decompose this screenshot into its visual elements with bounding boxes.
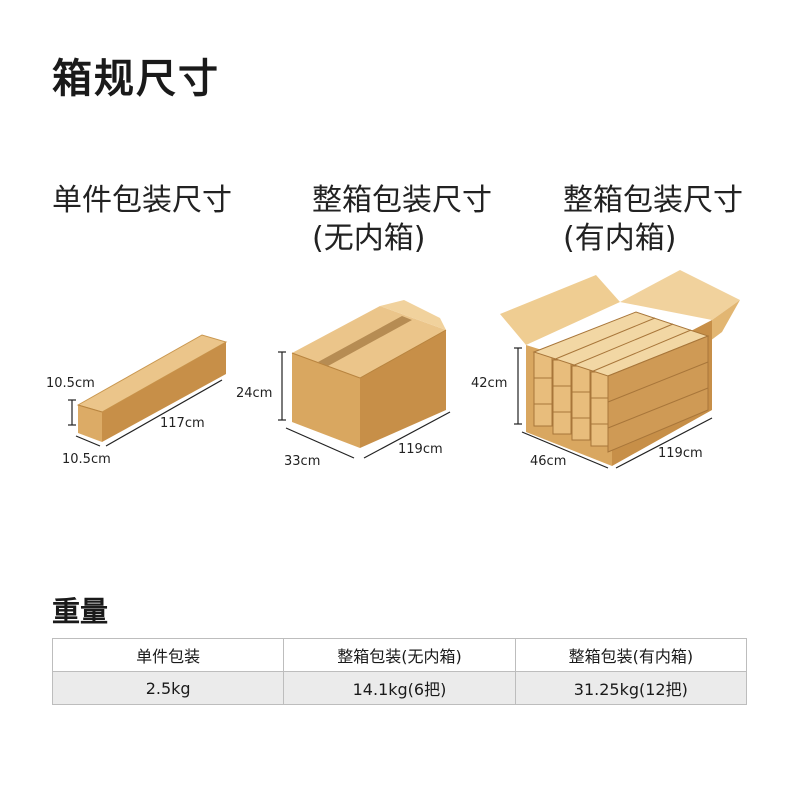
- box-no-inner-heading-line2: (无内箱): [312, 221, 426, 256]
- box-no-inner-height-label: 24cm: [236, 386, 273, 401]
- box-with-inner-heading: 整箱包装尺寸 (有内箱): [563, 182, 743, 258]
- box-no-inner-heading: 整箱包装尺寸 (无内箱): [312, 182, 492, 258]
- single-package-heading: 单件包装尺寸: [52, 182, 232, 220]
- box-with-inner-width-label: 46cm: [530, 454, 567, 469]
- carton-with-inner-illustration: [500, 270, 740, 469]
- single-length-label: 117cm: [160, 416, 205, 431]
- box-with-inner-heading-line2: (有内箱): [563, 221, 677, 256]
- table-cell: 31.25kg(12把): [514, 671, 748, 705]
- box-with-inner-length-label: 119cm: [658, 446, 703, 461]
- single-package-illustration: [68, 334, 228, 447]
- box-with-inner-heading-line1: 整箱包装尺寸: [563, 183, 743, 218]
- weight-table: 单件包装 整箱包装(无内箱) 整箱包装(有内箱) 2.5kg 14.1kg(6把…: [51, 638, 748, 705]
- carton-no-inner-illustration: [278, 300, 451, 459]
- single-width-label: 10.5cm: [62, 452, 111, 467]
- single-package-heading-line: 单件包装尺寸: [52, 183, 232, 218]
- table-header-cell: 整箱包装(无内箱): [283, 638, 516, 672]
- table-cell: 14.1kg(6把): [283, 671, 516, 705]
- table-header-row: 单件包装 整箱包装(无内箱) 整箱包装(有内箱): [51, 638, 748, 672]
- weight-title: 重量: [52, 595, 109, 628]
- table-header-cell: 单件包装: [51, 638, 285, 672]
- table-cell: 2.5kg: [51, 671, 285, 705]
- table-header-cell: 整箱包装(有内箱): [514, 638, 748, 672]
- box-no-inner-width-label: 33cm: [284, 454, 321, 469]
- box-with-inner-height-label: 42cm: [471, 376, 508, 391]
- box-no-inner-length-label: 119cm: [398, 442, 443, 457]
- page-title: 箱规尺寸: [52, 56, 220, 102]
- single-height-label: 10.5cm: [46, 376, 95, 391]
- table-row: 2.5kg 14.1kg(6把) 31.25kg(12把): [51, 671, 748, 705]
- box-no-inner-heading-line1: 整箱包装尺寸: [312, 183, 492, 218]
